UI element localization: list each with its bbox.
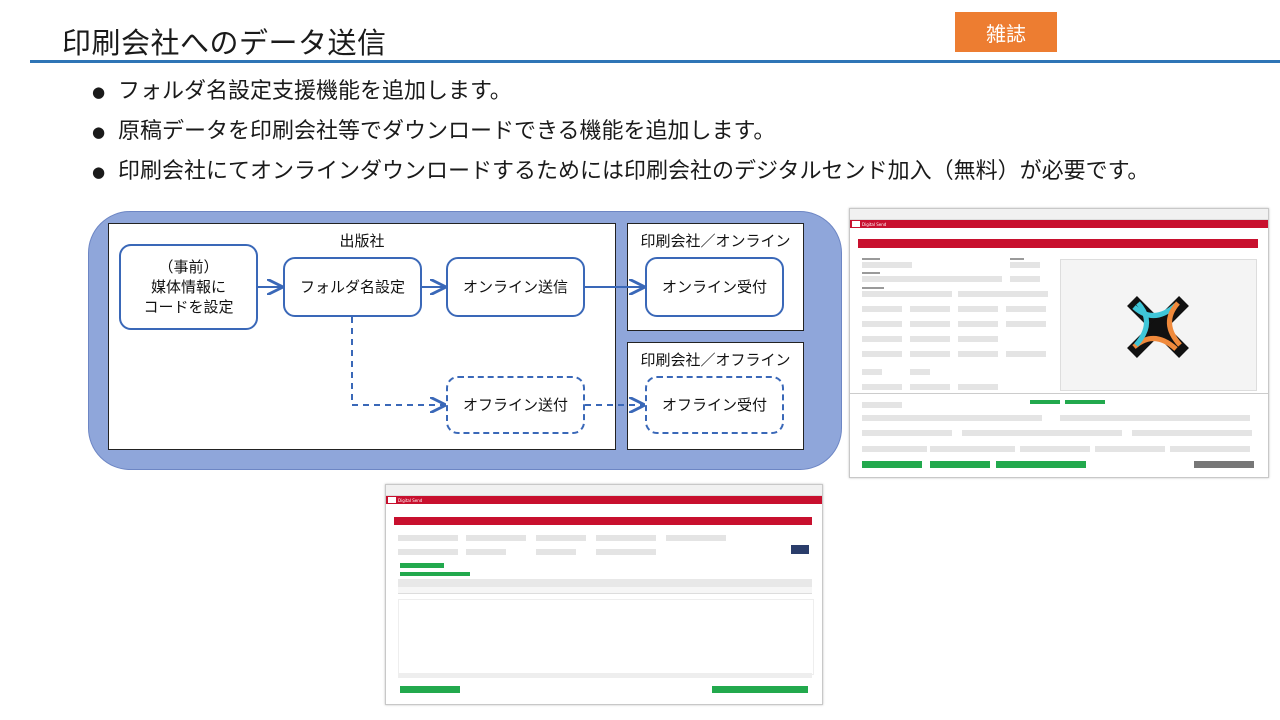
save-button[interactable] — [862, 461, 922, 468]
table-header — [398, 579, 812, 587]
prior-code-setting-node: （事前） 媒体情報に コードを設定 — [119, 244, 258, 330]
category-tag: 雑誌 — [955, 12, 1057, 52]
search-button[interactable] — [791, 545, 809, 554]
manuscript-download-button[interactable] — [930, 461, 990, 468]
section-header-bar — [858, 239, 1258, 248]
browser-chrome — [386, 485, 822, 496]
folder-name-node: フォルダ名設定 — [283, 257, 422, 317]
action-buttons[interactable] — [400, 572, 470, 576]
bullet-item: ●原稿データを印刷会社等でダウンロードできる機能を追加します。 — [92, 112, 1149, 152]
bullet-dot-icon: ● — [92, 83, 106, 101]
send-button[interactable] — [996, 461, 1086, 468]
app-logo-icon — [388, 497, 396, 503]
scrollbar[interactable] — [398, 673, 812, 678]
publisher-panel-title: 出版社 — [339, 232, 385, 250]
online-panel-title: 印刷会社／オンライン — [640, 232, 791, 250]
table-row[interactable] — [398, 587, 812, 594]
table-body — [398, 599, 814, 675]
offline-receive-node: オフライン受付 — [645, 376, 784, 434]
digital-send-logo-icon — [1127, 296, 1189, 358]
bullet-item: ●フォルダ名設定支援機能を追加します。 — [92, 72, 1149, 112]
app-header-bar: Digital Send — [386, 496, 822, 504]
app-logo-icon — [852, 221, 860, 227]
arrow-folder-to-offline — [351, 317, 444, 405]
offline-send-node: オフライン送付 — [446, 376, 585, 434]
slide-title: 印刷会社へのデータ送信 — [62, 26, 387, 60]
bullet-dot-icon: ● — [92, 163, 106, 181]
close-button[interactable] — [1194, 461, 1254, 468]
app-name: Digital Send — [862, 221, 887, 227]
tab-online[interactable] — [400, 563, 444, 568]
folder-setting-section — [850, 393, 1268, 454]
app-header-bar: Digital Send — [850, 220, 1268, 228]
online-send-node: オンライン送信 — [446, 257, 585, 317]
media-detail-screenshot: Digital Send — [849, 208, 1269, 478]
offline-panel-title: 印刷会社／オフライン — [640, 351, 791, 369]
logo-preview-area — [1060, 259, 1257, 391]
title-underline — [30, 60, 1280, 63]
bullet-dot-icon: ● — [92, 123, 106, 141]
app-name: Digital Send — [398, 497, 423, 503]
media-list-screenshot: Digital Send — [385, 484, 823, 705]
online-receive-node: オンライン受付 — [645, 257, 784, 317]
bullet-item: ●印刷会社にてオンラインダウンロードするためには印刷会社のデジタルセンド加入（無… — [92, 152, 1149, 192]
bullet-list: ●フォルダ名設定支援機能を追加します。 ●原稿データを印刷会社等でダウンロードで… — [92, 72, 1149, 192]
manuscript-download-button[interactable] — [400, 686, 460, 693]
browser-chrome — [850, 209, 1268, 220]
section-header-bar — [394, 517, 812, 525]
bulk-folder-button[interactable] — [712, 686, 808, 693]
